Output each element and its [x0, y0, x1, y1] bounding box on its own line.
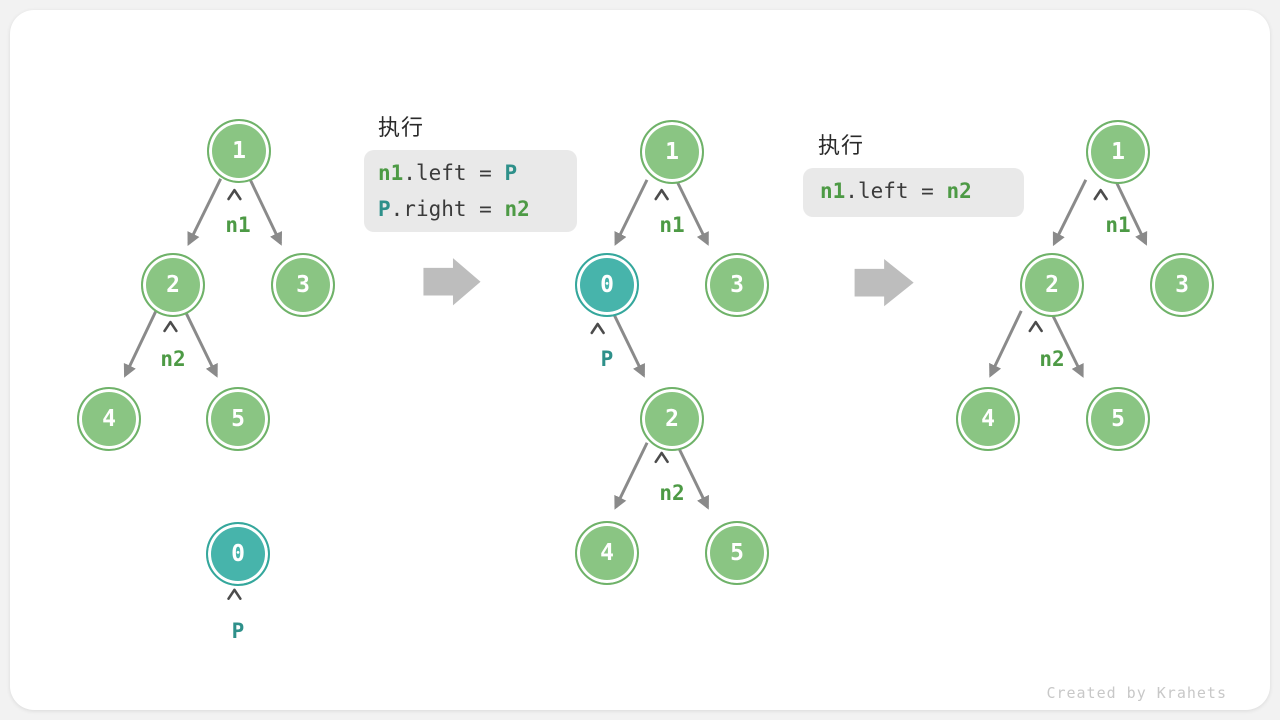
tree1-pointer-label-n2: n2 — [160, 347, 186, 371]
watermark: Created by Krahets — [1046, 684, 1227, 702]
code-token-n2: n2 — [504, 197, 530, 221]
tree2-node-4: 4 — [575, 521, 639, 585]
tree2-pointer-label-n2: n2 — [659, 481, 685, 505]
pointer-caret-tree1-n2 — [163, 320, 178, 333]
tree1-node-2: 2 — [141, 253, 205, 317]
tree3-node-1: 1 — [1086, 120, 1150, 184]
tree1-node-5: 5 — [206, 387, 270, 451]
tree3-pointer-label-n1: n1 — [1105, 213, 1131, 237]
pointer-caret-tree1-n1 — [227, 188, 242, 201]
code-block-2: n1.left = n2 — [803, 168, 1024, 217]
code-token-plain: .left = — [403, 161, 505, 185]
diagram-card: 1 2 3 4 5 0 n1 n2 P 执行 n1.left = P P.rig… — [10, 10, 1270, 710]
tree2-node-2: 2 — [640, 387, 704, 451]
code-token-p: P — [504, 161, 518, 185]
code-token-p: P — [378, 197, 391, 221]
code-block-1: n1.left = P P.right = n2 — [364, 150, 577, 232]
pointer-caret-tree3-n1 — [1093, 188, 1108, 201]
code-line-2: P.right = n2 — [364, 191, 577, 227]
code-token-plain: .right = — [390, 197, 505, 221]
pointer-caret-tree2-n1 — [654, 188, 669, 201]
tree1-pointer-label-p: P — [231, 619, 245, 643]
tree1-node-3: 3 — [271, 253, 335, 317]
code-token-n1: n1 — [378, 161, 404, 185]
tree2-node-5: 5 — [705, 521, 769, 585]
exec-label-2: 执行 — [818, 133, 865, 158]
code-token-n2: n2 — [946, 179, 972, 203]
edge-tree3-2-4 — [989, 310, 1023, 378]
flow-arrow-2 — [854, 259, 914, 307]
pointer-caret-tree1-p — [227, 588, 242, 600]
code-line-1: n1.left = n2 — [803, 168, 1024, 215]
pointer-caret-tree2-p — [590, 322, 605, 335]
tree3-node-5: 5 — [1086, 387, 1150, 451]
code-token-n1: n1 — [820, 179, 846, 203]
tree2-node-0: 0 — [575, 253, 639, 317]
tree3-pointer-label-n2: n2 — [1039, 347, 1065, 371]
tree3-node-3: 3 — [1150, 253, 1214, 317]
edge-tree3-1-2 — [1052, 179, 1088, 247]
tree2-pointer-label-n1: n1 — [659, 213, 685, 237]
tree2-pointer-label-p: P — [600, 347, 614, 371]
tree1-node-1: 1 — [207, 119, 271, 183]
tree2-node-3: 3 — [705, 253, 769, 317]
tree1-node-0-detached: 0 — [206, 522, 270, 586]
code-token-plain: .left = — [845, 179, 947, 203]
pointer-caret-tree2-n2 — [654, 451, 669, 464]
tree1-pointer-label-n1: n1 — [225, 213, 251, 237]
tree1-node-4: 4 — [77, 387, 141, 451]
tree2-node-1: 1 — [640, 120, 704, 184]
exec-label-1: 执行 — [378, 115, 425, 140]
pointer-caret-tree3-n2 — [1028, 320, 1043, 333]
tree3-node-4: 4 — [956, 387, 1020, 451]
code-line-1: n1.left = P — [364, 155, 577, 191]
flow-arrow-1 — [423, 258, 481, 306]
tree3-node-2: 2 — [1020, 253, 1084, 317]
